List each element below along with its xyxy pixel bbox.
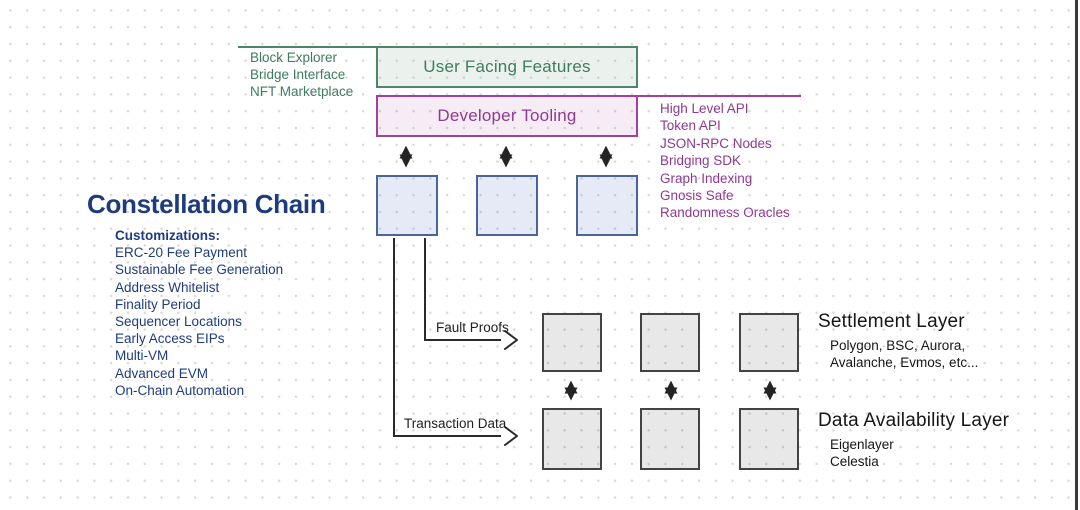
- developer-tooling-item: Token API: [660, 118, 721, 134]
- developer-tooling-item: Gnosis Safe: [660, 188, 734, 204]
- data-availability-layer-title: Data Availability Layer: [818, 410, 1010, 431]
- right-arrow-icon: [504, 426, 518, 446]
- developer-tooling-item: JSON-RPC Nodes: [660, 135, 772, 151]
- developer-tooling-connector-line: [638, 95, 801, 97]
- customization-item: Address Whitelist: [115, 279, 220, 295]
- fault-proofs-label: Fault Proofs: [436, 320, 509, 335]
- settlement-node-box: [542, 313, 602, 372]
- settlement-member-line: Polygon, BSC, Aurora,: [830, 338, 966, 353]
- transaction-data-label: Transaction Data: [404, 416, 507, 431]
- customization-item: Early Access EIPs: [115, 331, 225, 347]
- customizations-heading: Customizations:: [115, 228, 221, 243]
- data-availability-layer-block: Data Availability Layer Eigenlayer Celes…: [818, 410, 1009, 470]
- chain-node-box: [476, 175, 538, 236]
- settlement-layer-members: Polygon, BSC, Aurora, Avalanche, Evmos, …: [830, 337, 978, 371]
- chain-node-box: [376, 175, 438, 236]
- chain-title: Constellation Chain: [87, 189, 326, 219]
- customization-item: Advanced EVM: [115, 365, 209, 381]
- developer-tooling-item: High Level API: [660, 101, 749, 116]
- settlement-member-line: Avalanche, Evmos, etc...: [830, 355, 979, 370]
- window-edge-divider: [1075, 0, 1078, 510]
- user-facing-item: Block Explorer: [250, 50, 338, 65]
- customization-item: ERC-20 Fee Payment: [115, 245, 248, 261]
- user-facing-items: Block Explorer Bridge Interface NFT Mark…: [250, 49, 353, 100]
- chain-node-box: [576, 175, 638, 236]
- user-facing-features-label: User Facing Features: [423, 57, 591, 76]
- data-availability-layer-members: Eigenlayer Celestia: [830, 436, 1009, 470]
- developer-tooling-label: Developer Tooling: [437, 106, 577, 125]
- data-availability-node-box: [739, 408, 799, 470]
- data-availability-node-box: [640, 408, 700, 470]
- transaction-data-connector: [393, 238, 501, 437]
- data-availability-member-line: Eigenlayer: [830, 437, 894, 452]
- user-facing-connector-line: [238, 46, 378, 48]
- developer-tooling-item: Bridging SDK: [660, 153, 742, 169]
- customizations-list: Customizations: ERC-20 Fee Payment Susta…: [115, 227, 283, 399]
- user-facing-features-box: User Facing Features: [376, 46, 638, 88]
- user-facing-item: NFT Marketplace: [250, 84, 354, 99]
- settlement-node-box: [739, 313, 799, 372]
- data-availability-node-box: [542, 408, 602, 470]
- customization-item: On-Chain Automation: [115, 382, 245, 398]
- customization-item: Multi-VM: [115, 348, 169, 364]
- user-facing-item: Bridge Interface: [250, 67, 346, 82]
- developer-tooling-item: Randomness Oracles: [660, 205, 790, 221]
- settlement-layer-title: Settlement Layer: [818, 311, 965, 332]
- settlement-node-box: [640, 313, 700, 372]
- settlement-layer-block: Settlement Layer Polygon, BSC, Aurora, A…: [818, 311, 978, 371]
- customization-item: Finality Period: [115, 296, 201, 312]
- developer-tooling-items: High Level API Token API JSON-RPC Nodes …: [660, 100, 790, 222]
- data-availability-member-line: Celestia: [830, 454, 879, 469]
- developer-tooling-box: Developer Tooling: [376, 95, 638, 137]
- customization-item: Sustainable Fee Generation: [115, 262, 284, 278]
- developer-tooling-item: Graph Indexing: [660, 170, 753, 186]
- customization-item: Sequencer Locations: [115, 314, 242, 330]
